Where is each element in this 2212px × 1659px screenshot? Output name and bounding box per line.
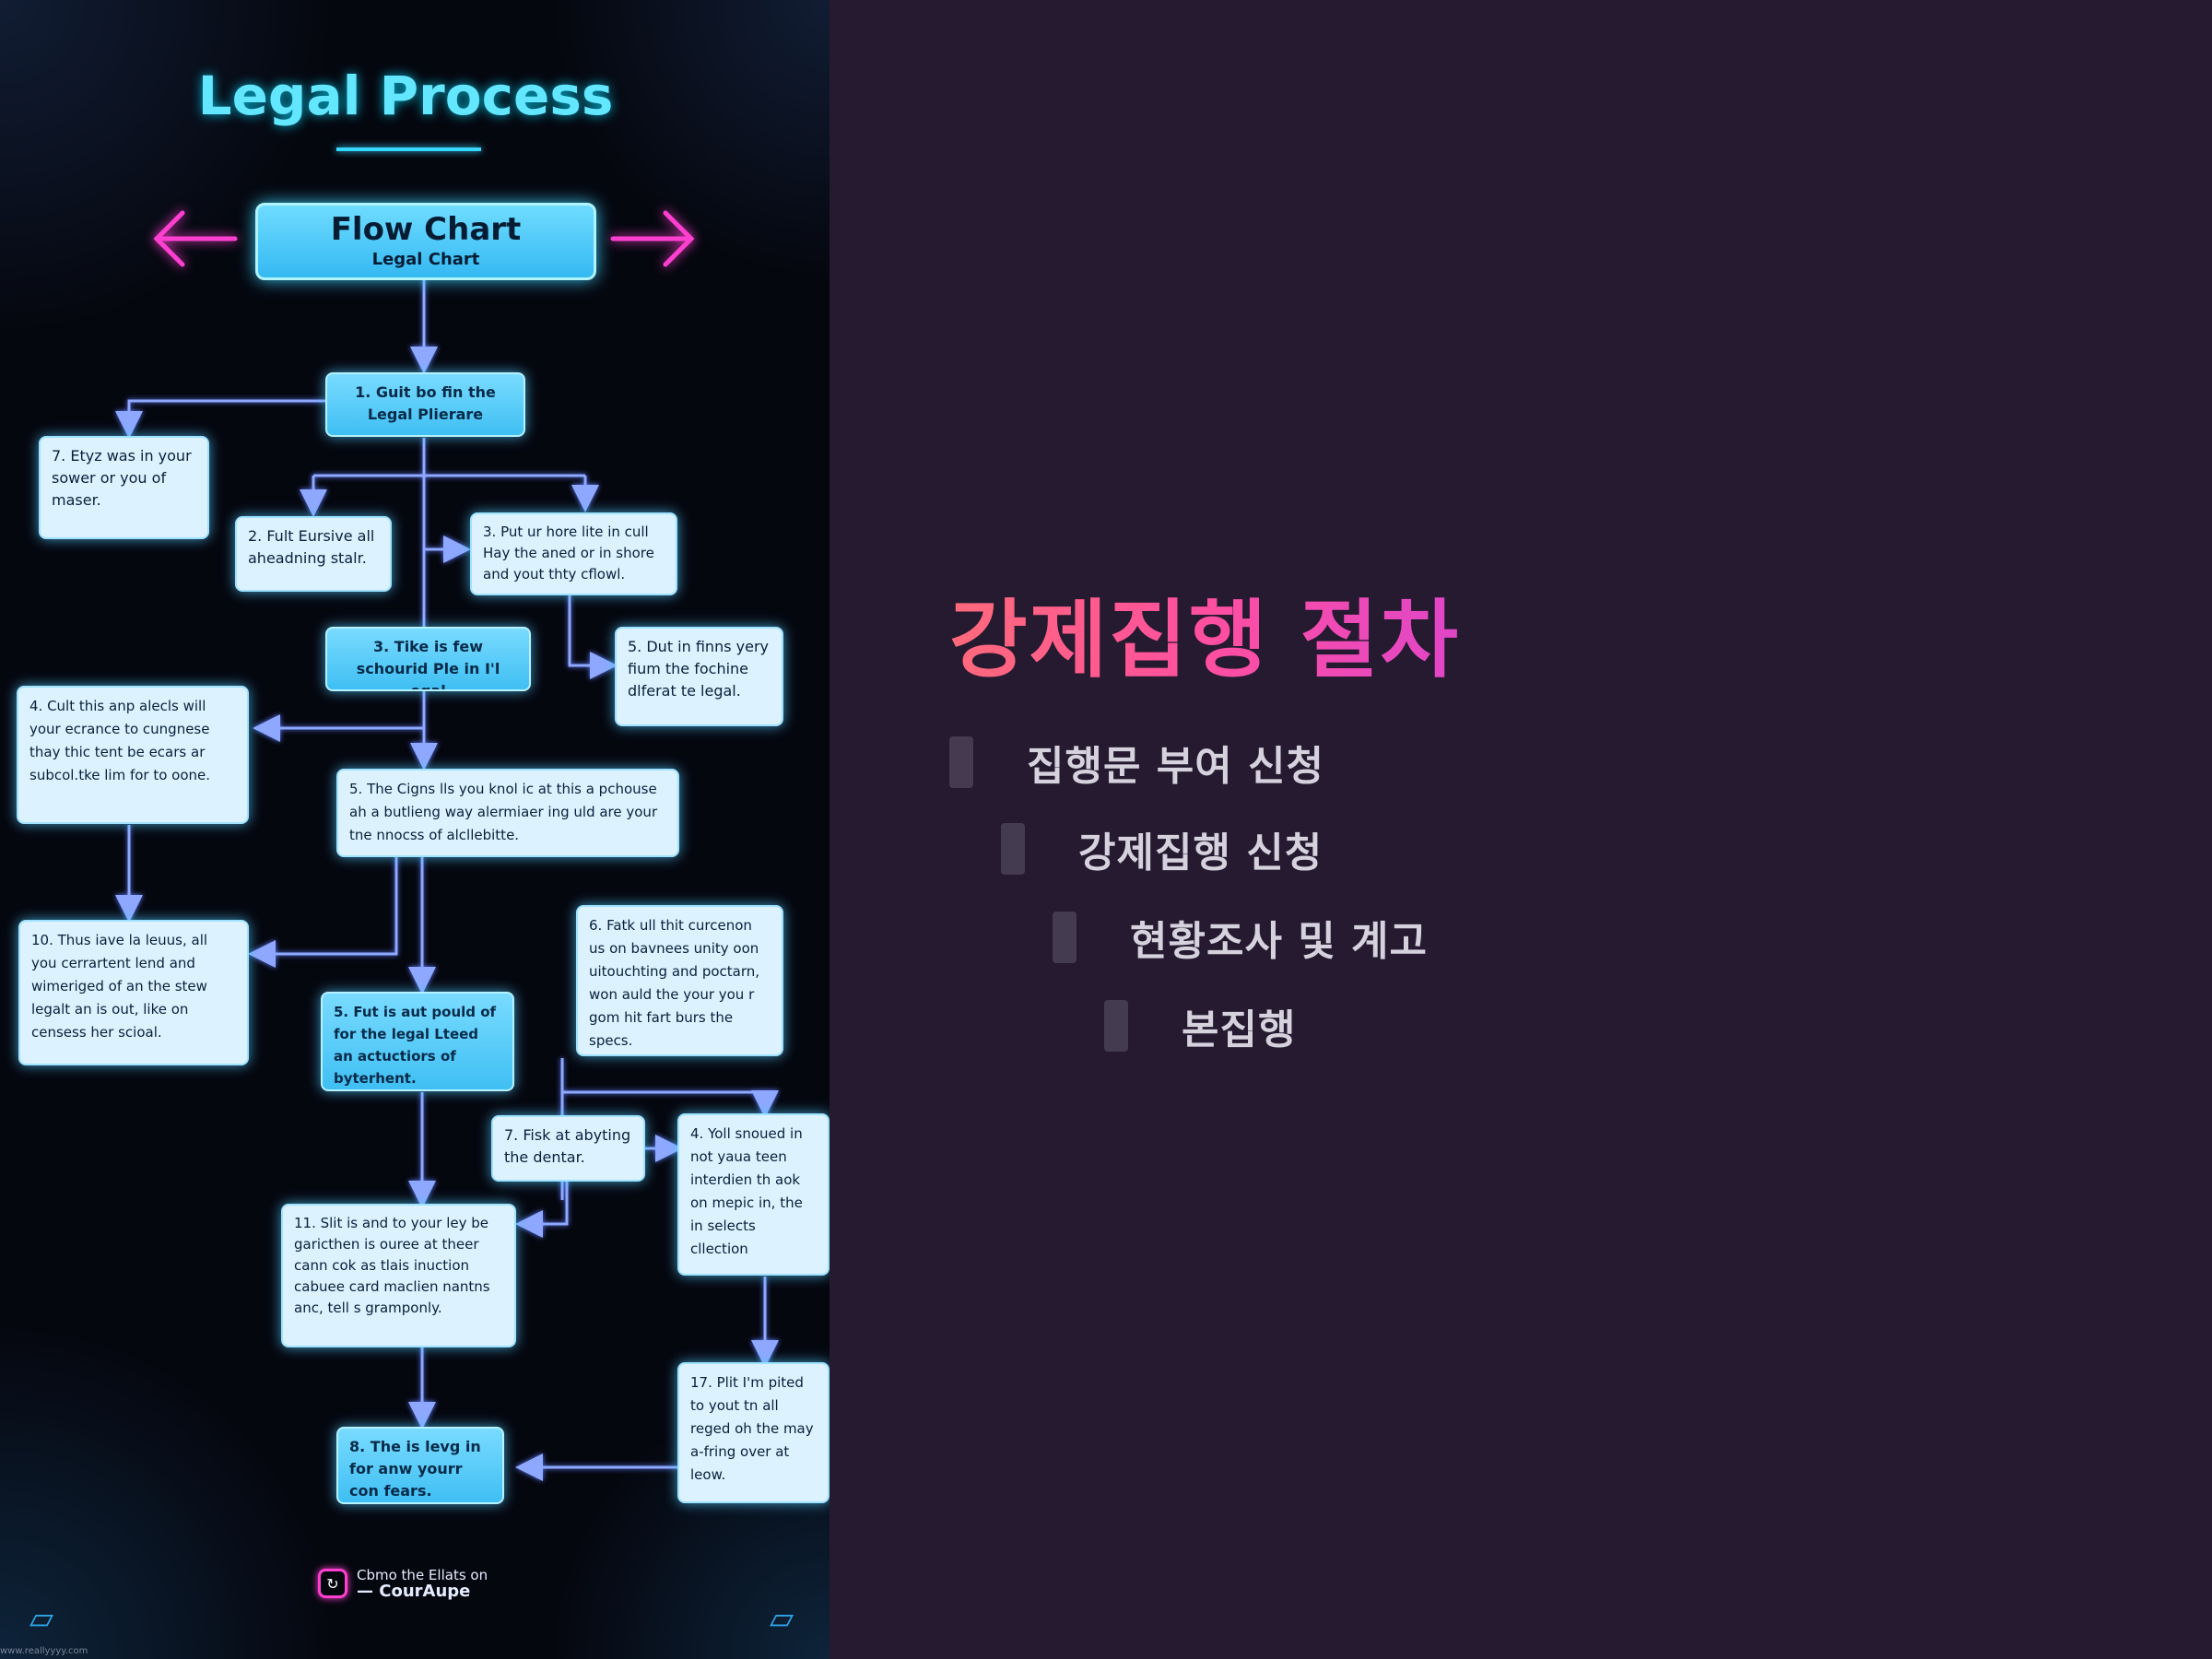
header-subtitle: Legal Chart — [371, 250, 480, 269]
footer-credit: ↻ Cbmo the Ellats on — CourAupe — [318, 1563, 488, 1604]
connector — [248, 857, 398, 968]
step-label: 집행문 부여 신청 — [1027, 743, 1324, 790]
step-marker — [1001, 823, 1025, 875]
step-4: 본집행 — [1104, 996, 1296, 1055]
node-7b: 7. Fisk at abyting the dentar. — [491, 1115, 645, 1182]
step-label: 강제집행 신청 — [1078, 830, 1324, 877]
node-5c: 5. Fut is aut pould of for the legal Lte… — [321, 992, 514, 1091]
step-3: 현황조사 및 계고 — [1053, 908, 1428, 967]
right-arrow-icon — [610, 210, 695, 267]
node-5a: 5. Dut in finns yery fium the fochine dl… — [615, 627, 783, 726]
node-4a: 4. Cult this anp alecls will your ecranc… — [17, 686, 249, 824]
step-2: 강제집행 신청 — [1001, 819, 1323, 878]
node-3b: 3. Tike is few schourid Ple in I'l egal — [325, 627, 531, 691]
diagram-title: Legal Process — [197, 65, 614, 127]
step-label: 본집행 — [1182, 1006, 1297, 1053]
watermark: www.reallyyyy.com — [0, 1646, 88, 1656]
footer-line-1: Cbmo the Ellats on — [357, 1567, 488, 1583]
step-marker — [1053, 912, 1077, 963]
title-underline — [336, 147, 481, 151]
connector — [568, 595, 618, 679]
node-7a: 7. Etyz was in your sower or you of mase… — [39, 436, 209, 539]
step-marker — [949, 736, 973, 788]
corner-doc-icon: ▱ — [770, 1600, 794, 1637]
node-1: 1. Guit bo fin the Legal Plierare — [325, 372, 525, 437]
footer-line-2: — CourAupe — [357, 1582, 471, 1601]
header-title: Flow Chart — [330, 211, 522, 248]
node-17: 17. Plit I'm pited to yout tn all reged … — [677, 1362, 830, 1503]
flowchart-image: Legal Process Flow Chart Legal Chart 1. … — [0, 0, 830, 1659]
node-8: 8. The is levg in for anw yourr con fear… — [336, 1427, 504, 1504]
node-2: 2. Fult Eursive all aheadning stalr. — [235, 516, 392, 592]
node-3a: 3. Put ur hore lite in cull Hay the aned… — [470, 512, 677, 595]
node-5b: 5. The Cigns lls you knol ic at this a p… — [336, 769, 679, 857]
logo-icon: ↻ — [318, 1569, 347, 1598]
left-arrow-icon — [153, 210, 238, 267]
node-4b: 4. Yoll snoued in not yaua teen interdie… — [677, 1113, 830, 1276]
step-label: 현황조사 및 계고 — [1130, 918, 1428, 965]
slide-title: 강제집행 절차 — [949, 571, 1460, 694]
node-10: 10. Thus iave la leuus, all you cerrarte… — [18, 920, 249, 1065]
node-11: 11. Slit is and to your ley be garicthen… — [281, 1204, 516, 1347]
step-marker — [1104, 1000, 1128, 1052]
corner-doc-icon: ▱ — [29, 1600, 54, 1637]
footer-text: Cbmo the Ellats on — CourAupe — [357, 1567, 488, 1600]
step-1: 집행문 부여 신청 — [949, 733, 1324, 792]
node-6: 6. Fatk ull thit curcenon us on bavnees … — [576, 905, 783, 1056]
connector — [562, 1090, 779, 1118]
connector — [115, 399, 325, 439]
flowchart-header: Flow Chart Legal Chart — [255, 203, 596, 280]
